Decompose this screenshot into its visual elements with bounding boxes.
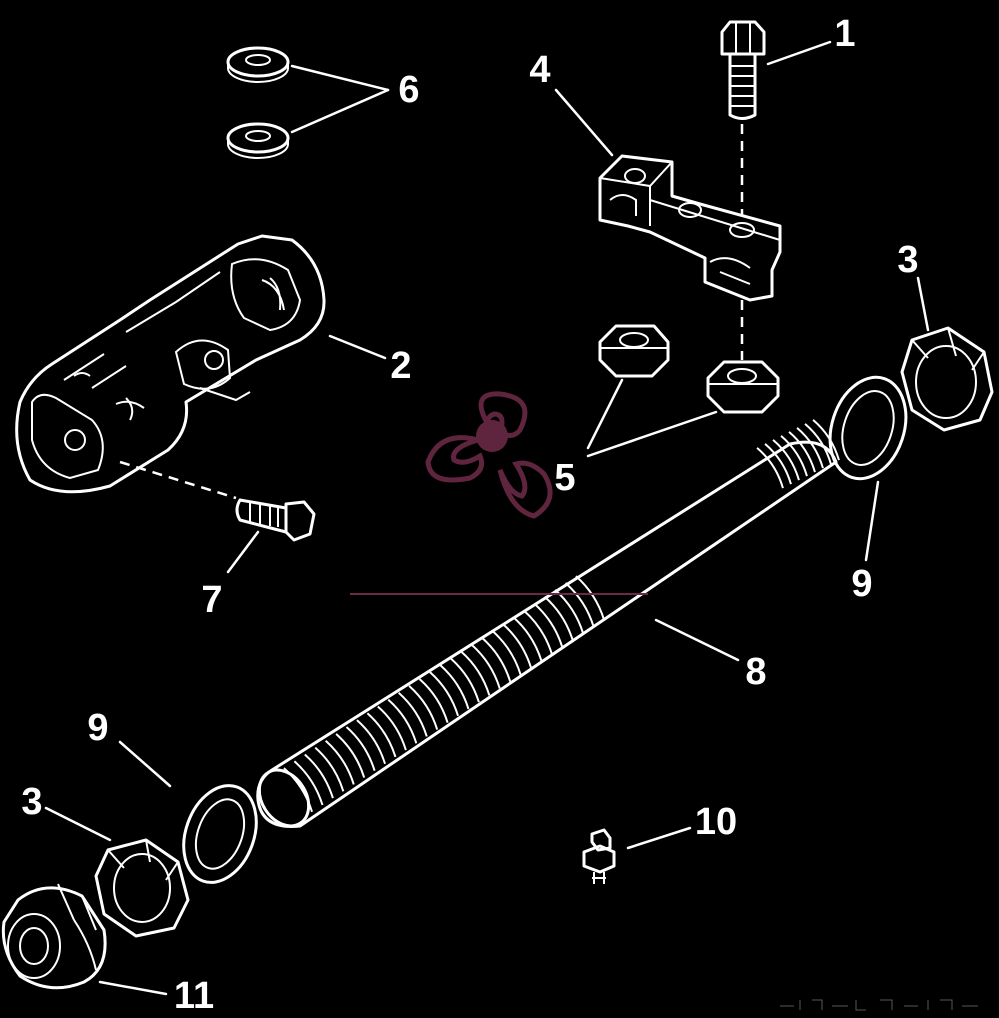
rod-thread (283, 767, 313, 813)
rod-thread (502, 623, 532, 669)
washer-9-right (828, 375, 908, 481)
washer-9-left (182, 784, 258, 884)
rod-thread (429, 671, 459, 717)
fitting-10 (582, 828, 616, 884)
callout-3-left: 3 (21, 781, 42, 823)
rod-thread (554, 589, 585, 634)
rod-thread (788, 431, 816, 473)
corner-watermark-marks (780, 999, 978, 1011)
rod-thread (544, 595, 574, 641)
threaded-rod-8 (256, 419, 840, 828)
jam-nut-3-left (94, 838, 190, 938)
rod-thread (575, 575, 605, 621)
rod-thread (491, 630, 522, 675)
corner-watermark-area (772, 986, 992, 1012)
yoke-2 (15, 234, 326, 494)
leader-lines (44, 40, 930, 996)
rod-thread (335, 733, 366, 778)
nut-5-left (598, 324, 670, 378)
callout-4: 4 (529, 49, 550, 91)
washer-lower (226, 122, 290, 159)
rod-thread (418, 678, 449, 723)
callout-7: 7 (201, 579, 222, 621)
cap-nut-11 (1, 883, 107, 990)
callout-9-left: 9 (87, 707, 108, 749)
rod-thread (460, 650, 491, 696)
rod-thread (764, 443, 792, 485)
rod-thread (796, 427, 824, 469)
rod-thread (304, 753, 334, 799)
rod-thread (780, 435, 808, 477)
rod-thread (345, 726, 376, 771)
callout-9-right: 9 (851, 563, 872, 605)
rod-thread (481, 637, 512, 682)
rod-thread (377, 705, 407, 751)
rod-thread (804, 423, 832, 465)
nut-5-right (706, 360, 780, 414)
rod-thread (450, 657, 480, 703)
bracket-4 (598, 154, 782, 302)
assembly-line-yoke (119, 460, 237, 500)
rod-thread (293, 760, 324, 806)
bolt-1 (720, 20, 766, 120)
callout-6: 6 (398, 69, 419, 111)
rod-thread (533, 602, 564, 648)
callout-1: 1 (834, 13, 855, 55)
rod-thread (408, 685, 439, 730)
rod-thread (772, 439, 800, 481)
rod-thread (314, 746, 345, 792)
callout-3-right: 3 (897, 239, 918, 281)
rod-thread (356, 719, 386, 765)
rod-thread (325, 739, 355, 785)
bolt-7 (235, 498, 316, 542)
rod-thread (471, 643, 501, 689)
rod-thread (398, 691, 428, 737)
rod-thread (523, 609, 553, 655)
callout-2: 2 (390, 345, 411, 387)
rod-thread (512, 616, 543, 662)
callout-10: 10 (695, 801, 737, 843)
callout-5: 5 (554, 457, 575, 499)
washer-upper (226, 46, 290, 83)
rod-thread (756, 447, 784, 489)
callout-11: 11 (174, 975, 214, 1017)
rod-thread (387, 698, 418, 744)
rod-thread (564, 582, 595, 627)
propeller-watermark-icon (425, 391, 553, 519)
rod-thread (366, 712, 397, 758)
callout-8: 8 (745, 651, 766, 693)
jam-nut-3-right (900, 326, 994, 432)
rod-thread (439, 664, 470, 710)
